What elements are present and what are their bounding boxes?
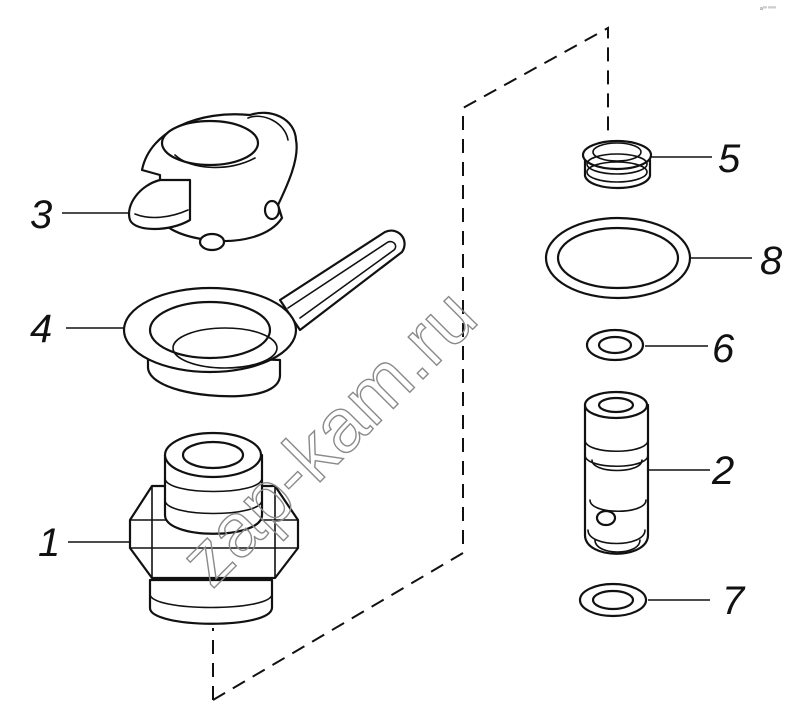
part-1-fitting — [128, 431, 300, 625]
callout-1: 1 — [38, 521, 60, 565]
part-4-ring-handle — [122, 229, 406, 398]
callout-6: 6 — [712, 327, 735, 371]
part-2-valve-stem — [583, 390, 650, 555]
assembly-dashed-line — [212, 26, 609, 701]
part-5-spring — [581, 139, 653, 190]
callout-7: 7 — [722, 579, 746, 623]
leader-lines — [62, 156, 752, 601]
part-3-cap — [127, 111, 298, 252]
corner-mark: a⁰⁰ ⁰⁰⁰⁰ — [760, 6, 776, 12]
part-7-small-ring — [578, 582, 648, 618]
callout-numbers: 1 2 3 4 5 6 7 8 — [30, 137, 783, 623]
callout-2: 2 — [711, 449, 734, 493]
part-6-small-ring — [585, 328, 645, 362]
part-8-large-ring — [544, 216, 692, 300]
callout-4: 4 — [30, 307, 52, 351]
callout-3: 3 — [30, 193, 52, 237]
callout-5: 5 — [718, 137, 741, 181]
callout-8: 8 — [760, 239, 783, 283]
